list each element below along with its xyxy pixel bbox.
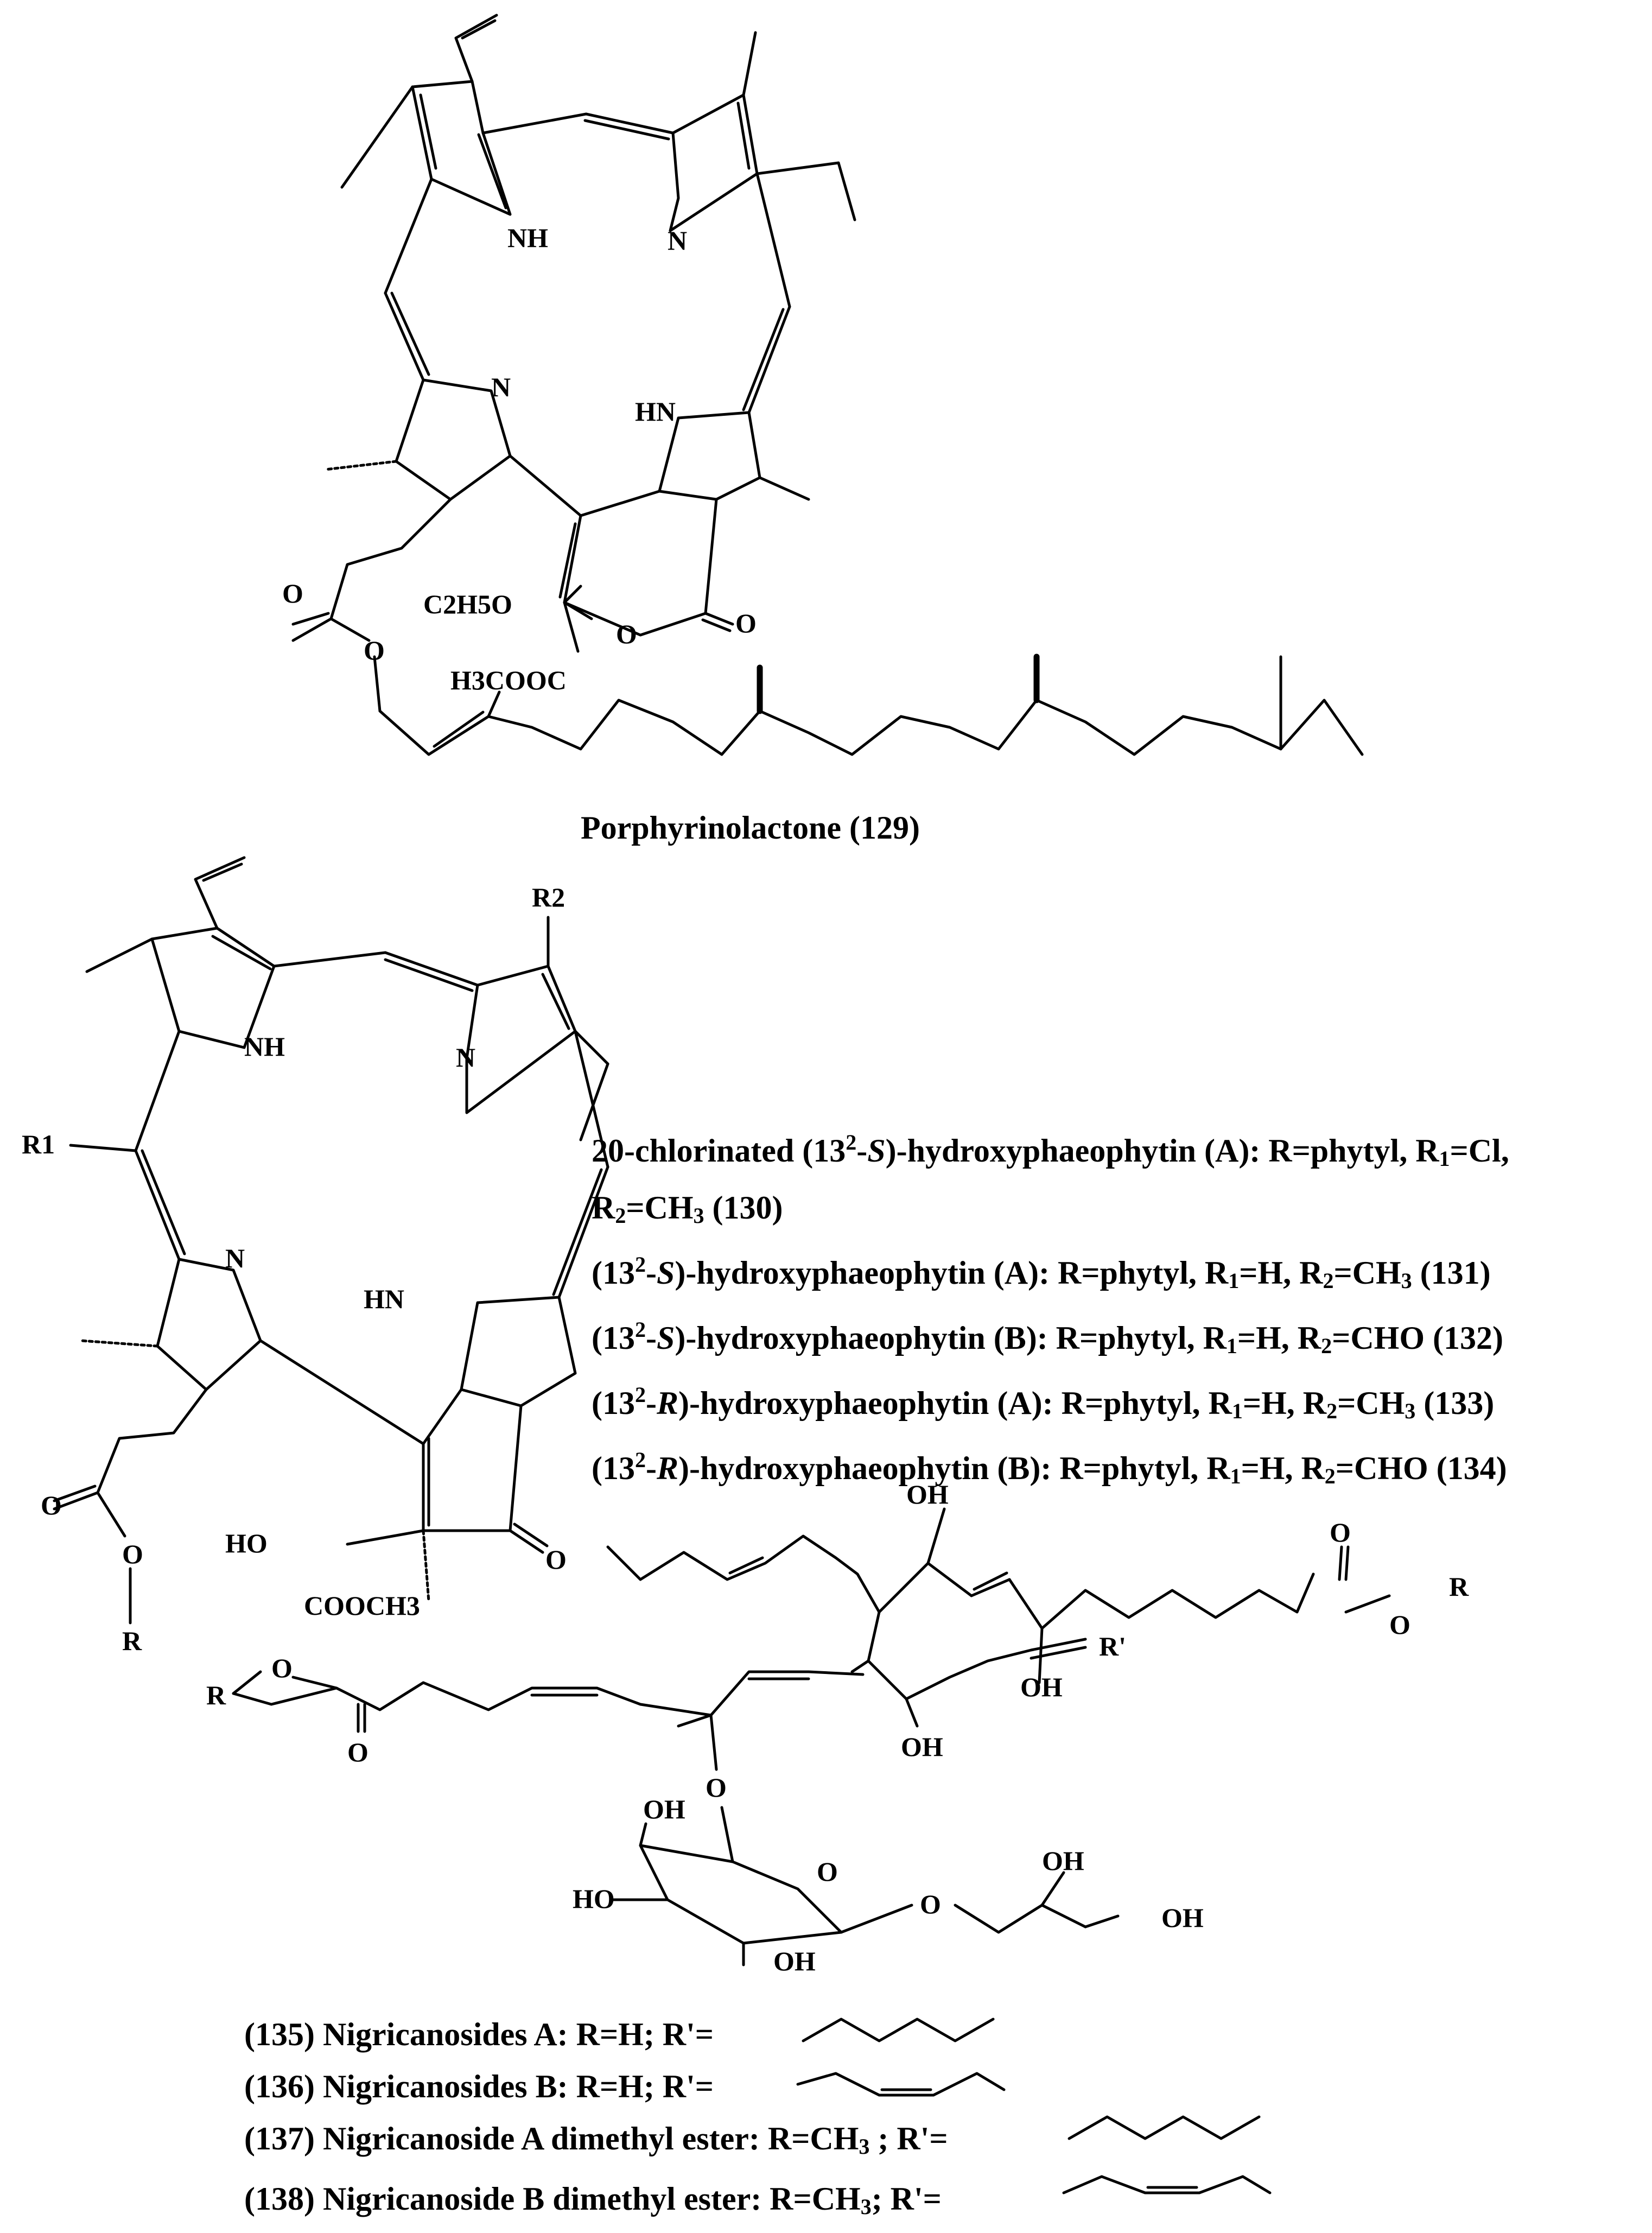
r1-bond: [69, 1144, 137, 1152]
compound-130-label-line2: R2=CH3 (130): [592, 1190, 783, 1228]
atom-ho: HO: [573, 1883, 615, 1914]
atom-n: N: [491, 372, 511, 402]
r-label: R: [206, 1680, 226, 1710]
atom-o: O: [364, 635, 385, 665]
r-label: R: [1449, 1571, 1469, 1602]
structure1-atom-labels: NH N N HN O O C2H5O O O H3COOC: [282, 223, 757, 695]
atom-o: O: [1389, 1609, 1410, 1640]
methyl-b: [742, 31, 757, 97]
r-prime-pentenyl-icon-136: [796, 2072, 1006, 2097]
compound-137-label: (137) Nigricanoside A dimethyl ester: R=…: [244, 2121, 948, 2159]
compound-130-label: 20-chlorinated (132-S)-hydroxyphaeophyti…: [592, 1130, 1509, 1171]
atom-o: O: [545, 1544, 567, 1575]
compound-number: (129): [849, 810, 920, 846]
propionate-chain: [291, 498, 452, 642]
atom-o: O: [616, 619, 637, 649]
r1-label: R1: [22, 1129, 55, 1159]
lower-ester-chain: [232, 1681, 713, 1717]
left-linkage: [677, 1670, 865, 1728]
atom-oh: OH: [1161, 1902, 1204, 1933]
atom-o: O: [271, 1653, 293, 1683]
glycerol-chain: [954, 1871, 1065, 1934]
atom-n: N: [668, 225, 687, 256]
methyl-d: [758, 476, 810, 501]
compound-132-label: (132-S)-hydroxyphaeophytin (B): R=phytyl…: [592, 1317, 1503, 1358]
atom-o: O: [347, 1737, 368, 1767]
upper-alkenyl-chain: [606, 1507, 946, 1614]
lactone-ring: [563, 490, 718, 637]
ethoxy-label: C2H5O: [423, 589, 512, 619]
upper-ester-chain: [1040, 1572, 1315, 1630]
ring-c: [395, 378, 512, 501]
coome-label: COOCH3: [304, 1590, 420, 1621]
hydroxyphaeophytin-structure: [53, 856, 609, 1625]
atom-oh: OH: [1020, 1672, 1063, 1702]
ethyl-b: [755, 161, 840, 175]
compound-138-label: (138) Nigricanoside B dimethyl ester: R=…: [244, 2181, 942, 2219]
r-prime-pentyl-icon-135: [802, 2018, 995, 2042]
atom-o: O: [1330, 1517, 1351, 1547]
ethyl-b: [574, 1030, 609, 1065]
methoxycarbonyl-label: H3COOC: [450, 665, 567, 695]
r-label: R: [122, 1626, 142, 1656]
propionate-chain: [53, 1388, 208, 1511]
vinyl-group: [454, 14, 498, 83]
atom-oh: OH: [906, 1479, 949, 1509]
atom-hn: HN: [364, 1284, 404, 1314]
structure3-atom-labels: OH O O R OH R' OH R O O O OH O HO OH O O…: [206, 1479, 1469, 1976]
atom-nh: NH: [244, 1031, 285, 1062]
compound-131-label: (132-S)-hydroxyphaeophytin (A): R=phytyl…: [592, 1252, 1491, 1293]
vinyl-group: [194, 856, 246, 930]
r-prime-label: R': [1099, 1631, 1126, 1661]
phytyl-chain: [378, 699, 1364, 756]
compound-136-label: (136) Nigricanosides B: R=H; R'=: [244, 2069, 714, 2104]
atom-nh: NH: [507, 223, 548, 253]
atom-oh: OH: [643, 1794, 685, 1824]
compound-name: Porphyrinolactone: [581, 810, 841, 846]
ring-d: [658, 411, 761, 501]
methyl-a: [340, 85, 414, 189]
r-prime-pentenyl-icon-138: [1062, 2175, 1272, 2194]
ring-c: [156, 1258, 262, 1391]
atom-o: O: [41, 1490, 62, 1520]
compound-135-label: (135) Nigricanosides A: R=H; R'=: [244, 2016, 714, 2052]
methyl-c: [324, 460, 398, 471]
compound-134-label: (132-R)-hydroxyphaeophytin (B): R=phytyl…: [592, 1448, 1507, 1488]
atom-oh: OH: [1042, 1845, 1084, 1876]
atom-oh: OH: [901, 1731, 943, 1762]
r-prime-pentyl-icon-137: [1068, 2115, 1261, 2140]
atom-ho: HO: [225, 1528, 268, 1558]
atom-o: O: [706, 1772, 727, 1803]
sugar-ring: [639, 1844, 843, 1945]
atom-o: O: [122, 1539, 143, 1569]
cyclopentanone-ring: [422, 1388, 523, 1532]
atom-n: N: [456, 1042, 475, 1073]
lower-alkenyl-chain: [867, 1638, 1087, 1701]
structure2-atom-labels: R2 NH N R1 N HN HO O COOCH3 O O R: [22, 882, 567, 1656]
atom-o: O: [282, 578, 303, 608]
methyl-a: [85, 937, 154, 973]
atom-hn: HN: [635, 396, 676, 427]
ring-a: [150, 927, 276, 1049]
atom-o: O: [920, 1889, 941, 1919]
ring-b: [669, 93, 759, 232]
ring-d: [460, 1296, 577, 1407]
hydroxyphaeophytin-captions: 20-chlorinated (132-S)-hydroxyphaeophyti…: [592, 1118, 1509, 1501]
nigricanoside-structure: [232, 1507, 1391, 1966]
ring-b: [465, 965, 577, 1114]
atom-o: O: [735, 608, 757, 638]
porphyrinolactone-caption: Porphyrinolactone (129): [581, 803, 920, 852]
ring-a: [411, 80, 512, 216]
atom-n: N: [225, 1243, 245, 1273]
atom-oh: OH: [773, 1946, 816, 1976]
atom-o: O: [817, 1856, 838, 1887]
nigricanoside-captions: (135) Nigricanosides A: R=H; R'= (136) N…: [244, 2008, 948, 2233]
compound-133-label: (132-R)-hydroxyphaeophytin (A): R=phytyl…: [592, 1382, 1495, 1423]
porphyrinolactone-structure: [291, 14, 1364, 756]
r2-label: R2: [532, 882, 565, 912]
